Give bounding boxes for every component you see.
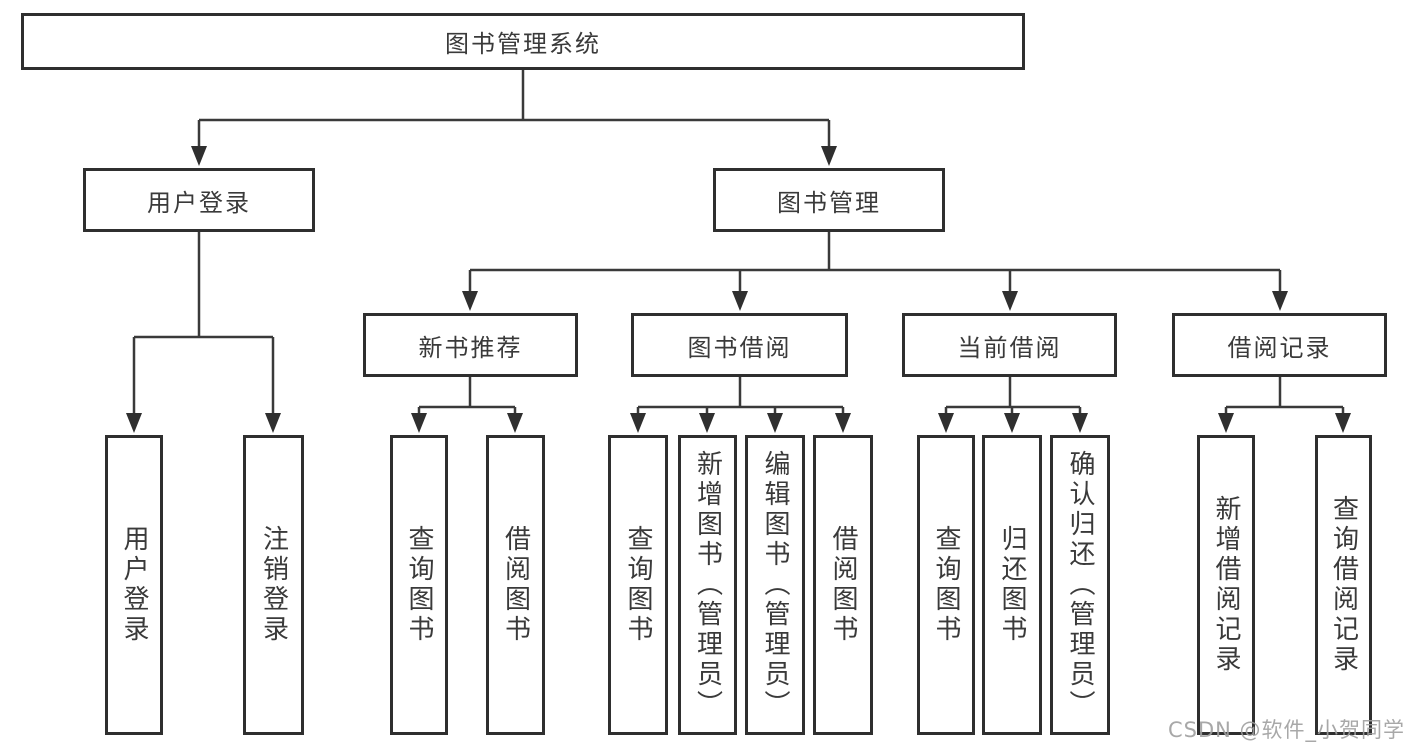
leaf-nbr-borrow-books: 借阅图书 [486,435,545,735]
leaf-cb-confirm-return-admin: 确认归还（管理员） [1050,435,1110,735]
node-root: 图书管理系统 [21,13,1025,70]
leaf-logout: 注销登录 [243,435,304,735]
leaf-user-login: 用户登录 [105,435,163,735]
arrowheads [126,146,1351,433]
leaf-bb-edit-book-admin: 编辑图书（管理员） [745,435,805,735]
leaf-bb-borrow-books: 借阅图书 [813,435,873,735]
leaf-cb-return-books: 归还图书 [982,435,1042,735]
leaf-bb-query-books: 查询图书 [608,435,668,735]
leaf-br-add-borrow-record: 新增借阅记录 [1197,435,1255,735]
node-borrowing-records: 借阅记录 [1172,313,1387,377]
leaf-bb-add-book-admin: 新增图书（管理员） [678,435,737,735]
connector-paths [132,70,1345,418]
node-book-management: 图书管理 [713,168,945,232]
node-book-borrowing: 图书借阅 [631,313,848,377]
node-current-borrowing: 当前借阅 [902,313,1117,377]
leaf-nbr-query-books: 查询图书 [390,435,448,735]
node-user-login: 用户登录 [83,168,315,232]
leaf-cb-query-books: 查询图书 [917,435,975,735]
watermark: CSDN @软件_小贺同学 [1168,718,1405,742]
leaf-br-query-borrow-record: 查询借阅记录 [1315,435,1372,735]
node-new-book-recommend: 新书推荐 [363,313,578,377]
